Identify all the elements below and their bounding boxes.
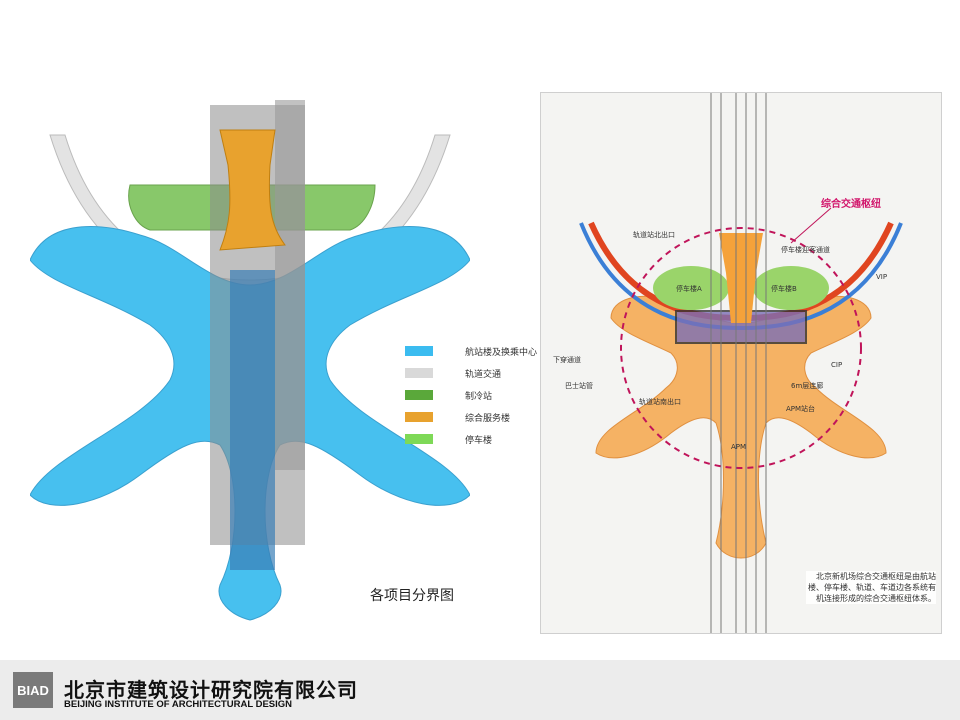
legend-label: 航站楼及换乘中心 — [465, 347, 538, 358]
map-note: 北京新机场综合交通枢纽是由航站楼、停车楼、轨道、车道边各系统有机连接形成的综合交… — [806, 571, 936, 604]
terminal-core — [230, 270, 275, 570]
label-rail-south-exit: 轨道站南出口 — [639, 398, 681, 406]
legend-item: 制冷站 — [405, 384, 545, 406]
hub-site-plan: 综合交通枢纽 轨道站北出口 停车楼A 停车楼B 停车楼迎客通道 VIP CIP … — [540, 92, 942, 634]
label-cip: CIP — [831, 361, 843, 369]
zoning-diagram — [30, 100, 470, 621]
legend-item: 轨道交通 — [405, 362, 545, 384]
legend-swatch — [405, 346, 433, 356]
legend-swatch — [405, 412, 433, 422]
terminal-shape — [595, 295, 887, 559]
service-building — [219, 129, 286, 251]
label-bus-hub: 巴士站管 — [565, 382, 593, 390]
parking-b-shape — [753, 266, 829, 310]
legend-item: 停车楼 — [405, 428, 545, 450]
legend-swatch — [405, 368, 433, 378]
diagram-caption: 各项目分界图 — [370, 588, 454, 604]
legend-swatch — [405, 434, 433, 444]
label-parking-roadway: 停车楼迎客通道 — [781, 246, 830, 254]
hub-boundary-circle — [620, 227, 862, 469]
label-vip: VIP — [876, 273, 888, 281]
label-parking-a: 停车楼A — [676, 285, 702, 293]
legend-swatch — [405, 390, 433, 400]
callout-line — [790, 207, 832, 244]
legend-label: 停车楼 — [465, 435, 493, 446]
site-plan-drawing — [579, 93, 903, 633]
service-tower — [719, 233, 763, 323]
org-name-cn: 北京市建筑设计研究院有限公司 — [64, 678, 358, 702]
legend-label: 制冷站 — [465, 391, 493, 402]
label-underpass: 下穿通道 — [553, 356, 581, 364]
org-name-en: BEIJING INSTITUTE OF ARCHITECTURAL DESIG… — [64, 699, 293, 710]
legend-item: 航站楼及换乘中心 — [405, 340, 545, 362]
footer-bar — [0, 660, 960, 720]
hub-title: 综合交通枢纽 — [821, 199, 881, 210]
legend-label: 综合服务楼 — [465, 413, 511, 424]
label-bridge-6m: 6m层连廊 — [791, 382, 824, 390]
legend-item: 综合服务楼 — [405, 406, 545, 428]
legend-label: 轨道交通 — [465, 369, 502, 380]
rail-corridor-side — [275, 100, 305, 470]
label-apm: APM — [731, 443, 747, 451]
label-rail-north-exit: 轨道站北出口 — [633, 231, 675, 239]
biad-logo: BIAD — [13, 672, 53, 708]
parking-a-shape — [653, 266, 729, 310]
label-parking-b: 停车楼B — [771, 285, 797, 293]
legend: 航站楼及换乘中心 轨道交通 制冷站 综合服务楼 停车楼 — [405, 340, 545, 450]
label-apm-station: APM站台 — [786, 405, 816, 413]
